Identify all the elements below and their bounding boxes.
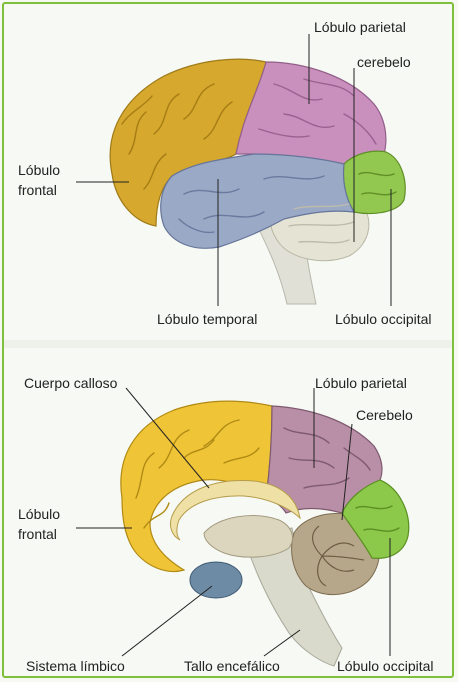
label-parietal-top: Lóbulo parietal xyxy=(314,19,406,36)
label-frontal-bottom-line1: Lóbulo xyxy=(18,506,60,523)
label-limbico-bottom: Sistema límbico xyxy=(26,658,125,675)
figure-frame: Lóbulo parietal cerebelo Lóbulo frontal … xyxy=(2,2,454,678)
medial-brain-illustration xyxy=(4,348,452,678)
label-parietal-bottom: Lóbulo parietal xyxy=(315,375,407,392)
panel-divider xyxy=(4,340,452,348)
label-occipital-bottom: Lóbulo occipital xyxy=(337,658,434,675)
label-tallo-bottom: Tallo encefálico xyxy=(184,658,280,675)
diencephalon xyxy=(204,516,292,558)
limbic-system xyxy=(190,562,242,598)
label-occipital-top: Lóbulo occipital xyxy=(335,311,432,328)
label-frontal-bottom-line2: frontal xyxy=(18,526,57,543)
label-frontal-top-line2: frontal xyxy=(18,182,57,199)
label-cerebelo-bottom: Cerebelo xyxy=(356,407,413,424)
medial-view-panel: Cuerpo calloso Lóbulo parietal Cerebelo … xyxy=(4,348,452,678)
occipital-lobe-lateral xyxy=(343,151,405,213)
label-cerebelo-top: cerebelo xyxy=(357,54,411,71)
label-temporal-top: Lóbulo temporal xyxy=(157,311,257,328)
lateral-view-panel: Lóbulo parietal cerebelo Lóbulo frontal … xyxy=(4,4,452,340)
label-frontal-top-line1: Lóbulo xyxy=(18,162,60,179)
label-calloso-bottom: Cuerpo calloso xyxy=(24,375,117,392)
